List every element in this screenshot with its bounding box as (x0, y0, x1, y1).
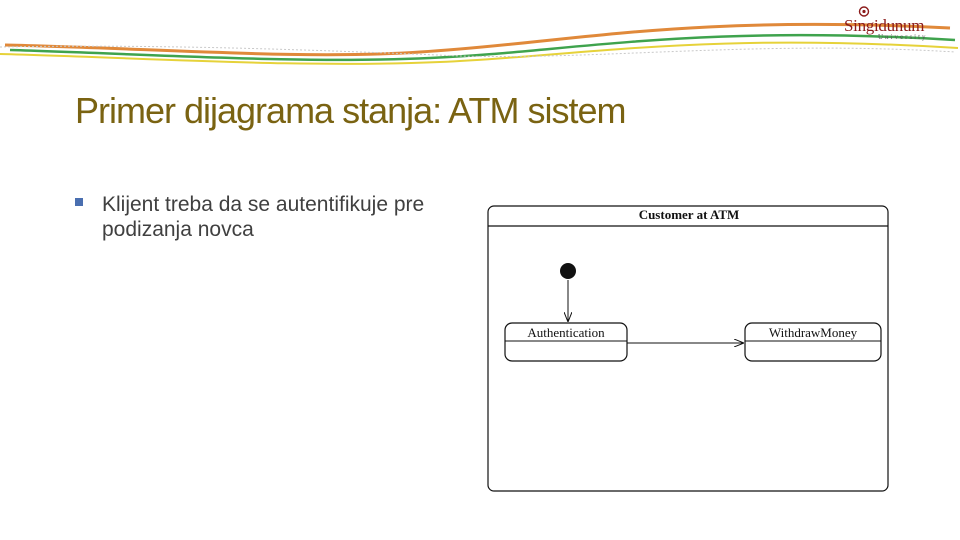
logo-name: Singidunum (844, 16, 925, 35)
composite-state-customer-at-atm: Customer at ATM (487, 205, 889, 492)
logo-subtitle: University (878, 33, 928, 41)
state-authentication: Authentication (504, 322, 628, 362)
composite-state-border (487, 205, 889, 492)
state-withdraw-money-label: WithdrawMoney (769, 325, 858, 340)
bullet-text: Klijent treba da se autentifikuje pre po… (102, 193, 425, 241)
slide-title: Primer dijagrama stanja: ATM sistem (75, 90, 626, 131)
header-decorative-waves (0, 22, 959, 65)
green-wave (9, 33, 956, 62)
orange-wave (4, 22, 951, 57)
bullet-square-icon (75, 198, 83, 206)
composite-state-label: Customer at ATM (639, 207, 740, 222)
state-authentication-label: Authentication (527, 325, 605, 340)
state-authentication-box (504, 322, 628, 362)
state-withdraw-money-box (744, 322, 882, 362)
university-logo: Singidunum University (838, 6, 938, 46)
initial-state-node (560, 263, 576, 279)
faint-wave (0, 45, 956, 58)
state-diagram: Customer at ATM Authentication WithdrawM… (487, 205, 889, 492)
crest-icon (858, 6, 870, 17)
yellow-wave (0, 41, 959, 65)
state-withdraw-money: WithdrawMoney (744, 322, 882, 362)
